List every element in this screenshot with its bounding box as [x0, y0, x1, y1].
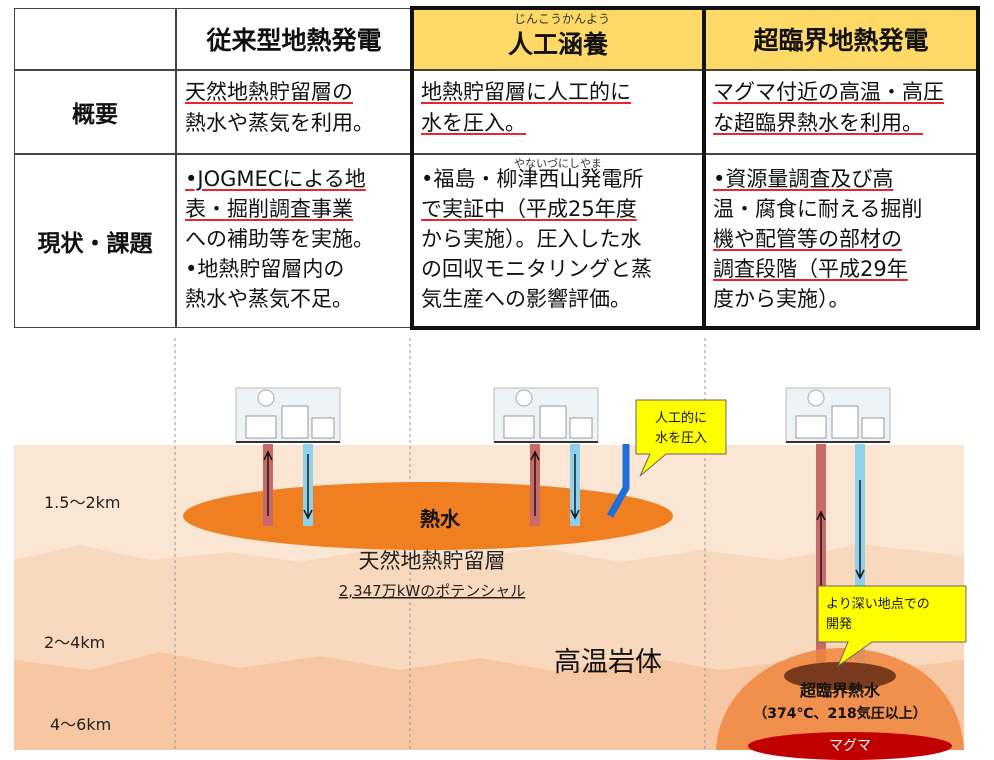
overview-artificial-line1: 地熱貯留層に人工的に: [421, 80, 631, 104]
row-label-overview: 概要: [14, 70, 176, 154]
overview-conventional-line1: 天然地熱貯留層の: [185, 80, 353, 104]
callout-inject-line1: 人工的に: [655, 410, 707, 426]
potential-label: 2,347万kWのポテンシャル: [339, 582, 525, 600]
status-supercritical: •資源量調査及び高 温・腐食に耐える掘削 機や配管等の部材の 調査段階（平成29…: [704, 154, 978, 328]
callout-inject-line2: 水を圧入: [655, 431, 707, 446]
header-ruby: じんこうかんよう: [514, 12, 611, 26]
status-supercritical-line1: •資源量調査及び高: [713, 167, 894, 191]
header-artificial-recharge-label: 人工涵養: [507, 30, 608, 59]
table-corner: [14, 8, 176, 70]
callout-deep: [817, 585, 967, 668]
supercritical-condition: （374℃、218気圧以上）: [753, 705, 926, 722]
status-conventional-line2: 表・掘削調査事業: [185, 197, 353, 221]
overview-conventional-line2: 熱水や蒸気を利用。: [185, 111, 374, 135]
overview-supercritical: マグマ付近の高温・高圧 な超臨界熱水を利用。: [704, 70, 978, 154]
callout-inject: [635, 399, 727, 477]
status-artificial-line4: の回収モニタリングと蒸: [421, 257, 652, 281]
header-artificial-recharge: 人工涵養: [412, 8, 704, 70]
overview-conventional: 天然地熱貯留層の 熱水や蒸気を利用。: [176, 70, 412, 154]
hot-water-label: 熱水: [420, 507, 461, 531]
artificial-injection-pipe: [606, 444, 630, 518]
header-conventional: 従来型地熱発電: [176, 8, 412, 70]
status-supercritical-line4: 調査段階（平成29年: [713, 257, 908, 281]
status-artificial-line1: •福島・柳津西山発電所: [421, 167, 644, 191]
arrow-up-2: [530, 450, 540, 516]
status-supercritical-line2: 温・腐食に耐える掘削: [713, 197, 923, 221]
arrow-down-2: [570, 454, 580, 520]
overview-artificial-line2: 水を圧入。: [421, 111, 526, 135]
geothermal-diagram: 熱水 天然地熱貯留層 2,347万kWのポテンシャル 高温岩体 1.5～2km …: [14, 338, 967, 760]
plant-icon-1: [235, 387, 341, 443]
magma-label: マグマ: [829, 738, 871, 754]
status-artificial-ruby: やないづにしやま: [514, 157, 602, 170]
supercritical-label: 超臨界熱水: [799, 681, 881, 700]
callout-deep-line1: より深い地点での: [826, 597, 930, 612]
reservoir-label: 天然地熱貯留層: [359, 549, 506, 573]
depth-2: 2～4km: [44, 633, 105, 652]
overview-artificial: 地熱貯留層に人工的に 水を圧入。: [412, 70, 704, 154]
plant-icon-3: [785, 387, 891, 443]
callout-deep-line2: 開発: [826, 617, 852, 632]
status-supercritical-line3: 機や配管等の部材の: [713, 227, 902, 251]
status-artificial-line3: から実施）。圧入した水: [421, 227, 642, 251]
depth-3: 4～6km: [50, 715, 111, 734]
arrow-down-1: [303, 454, 313, 520]
overview-supercritical-line1: マグマ付近の高温・高圧: [713, 80, 944, 104]
status-artificial-line2: で実証中（平成25年度: [421, 197, 637, 221]
status-supercritical-line5: 度から実施）。: [713, 287, 850, 311]
status-artificial: •福島・柳津西山発電所 で実証中（平成25年度 から実施）。圧入した水 の回収モ…: [412, 154, 704, 328]
status-artificial-line5: 気生産への影響評価。: [421, 287, 631, 311]
row-label-status: 現状・課題: [14, 154, 176, 328]
supercritical-zone: [784, 662, 896, 690]
overview-supercritical-line2: な超臨界熱水を利用。: [713, 111, 923, 135]
depth-1: 1.5～2km: [44, 493, 120, 512]
arrow-down-3: [855, 480, 865, 580]
status-conventional: •JOGMECによる地 表・掘削調査事業 への補助等を実施。 •地熱貯留層内の …: [176, 154, 412, 328]
status-conventional-line5: 熱水や蒸気不足。: [185, 287, 353, 311]
header-supercritical: 超臨界地熱発電: [704, 8, 978, 70]
status-conventional-line4: •地熱貯留層内の: [185, 257, 345, 281]
hot-rock-label: 高温岩体: [554, 647, 662, 678]
magma: [748, 732, 952, 760]
plant-icon-2: [493, 387, 599, 443]
status-conventional-line1: •JOGMECによる地: [185, 167, 366, 191]
status-conventional-line3: への補助等を実施。: [185, 227, 374, 251]
supercritical-dome: [716, 648, 964, 750]
arrow-up-1: [263, 450, 273, 516]
